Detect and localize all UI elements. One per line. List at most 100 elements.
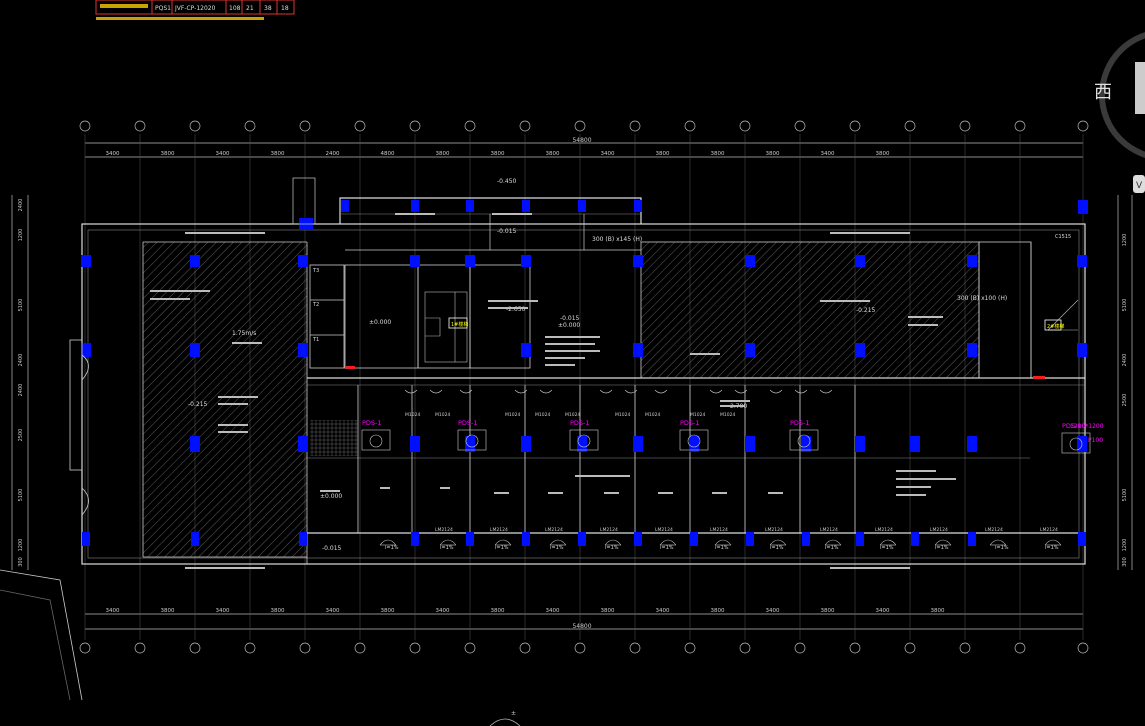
column [745, 255, 755, 267]
placeholder-text-marks [150, 213, 956, 569]
column [411, 532, 419, 546]
text-mark [185, 567, 265, 569]
door-code-m: M1024 [535, 412, 550, 418]
column [81, 255, 91, 267]
column [967, 343, 977, 357]
text-mark [218, 424, 248, 426]
upper-annex [292, 177, 641, 251]
column [82, 532, 90, 546]
compass: 西 V [1094, 32, 1145, 193]
door-code-lm: LM2124 [765, 527, 783, 533]
door-arc [494, 539, 512, 546]
axis-bubble-bottom [904, 642, 916, 654]
left-entrance [0, 339, 89, 701]
slope-label: i=1% [550, 545, 564, 551]
overall-dimension-bottom: 54800 [572, 623, 591, 630]
right-dimension-chain [1117, 195, 1133, 570]
door-arc [934, 539, 952, 546]
compass-west-char: 西 [1094, 82, 1112, 103]
door-code-m: M1024 [435, 412, 450, 418]
column [577, 436, 587, 452]
axis-bubble-top [79, 120, 91, 132]
top-span-label: 3800 [766, 151, 780, 157]
hydrant-circle [465, 434, 479, 448]
hydrant-tag: PDS-1 [680, 419, 700, 427]
text-mark [488, 300, 538, 302]
column [190, 343, 200, 357]
column [466, 200, 474, 212]
axis-bubble-top [299, 120, 311, 132]
text-mark [150, 290, 210, 292]
column [521, 255, 531, 267]
text-mark [232, 342, 262, 344]
column [689, 436, 699, 452]
text-mark [488, 307, 528, 309]
text-mark [820, 300, 870, 302]
axis-bubble-bottom [299, 642, 311, 654]
door-arc-top [769, 389, 783, 394]
bottom-span-label: 3400 [766, 608, 780, 614]
window-c1515: C1515 [1055, 234, 1071, 240]
text-mark [896, 478, 956, 480]
slope-label: i=1% [385, 545, 399, 551]
stair-tag-2 [1044, 319, 1062, 331]
door-arc [659, 539, 677, 546]
column [465, 255, 475, 267]
elevator-t1: T1 [312, 337, 319, 343]
slope-label: i=1% [770, 545, 784, 551]
right-span-label: 1200 [1122, 234, 1128, 247]
text-mark [575, 475, 630, 477]
text-mark [908, 316, 943, 318]
compass-letter: V [1136, 181, 1143, 191]
column [466, 532, 474, 546]
hydrant-box [789, 429, 819, 451]
axis-bubble-top [464, 120, 476, 132]
axis-bubble-bottom [244, 642, 256, 654]
bottom-axis-bubbles [79, 642, 1089, 654]
column [633, 343, 643, 357]
text-mark [604, 492, 619, 494]
door-code-m: M1024 [405, 412, 420, 418]
axis-bubble-top [244, 120, 256, 132]
door-code-lm: LM2124 [490, 527, 508, 533]
door-arc [989, 539, 1007, 546]
text-mark [545, 364, 575, 366]
axis-bubble-bottom [794, 642, 806, 654]
area-a: 1.75m/s [232, 330, 256, 337]
column [746, 532, 754, 546]
level-g: -2.650 [506, 306, 526, 313]
left-dimension-chain [11, 195, 29, 570]
door-arc [714, 539, 732, 546]
column [690, 532, 698, 546]
door-arc-top [514, 389, 528, 394]
compass-v-badge [1133, 175, 1145, 193]
column [410, 255, 420, 267]
level-top: -0.450 [497, 178, 517, 185]
column [578, 200, 586, 212]
left-span-label: 1200 [18, 539, 24, 552]
text-mark [896, 470, 936, 472]
door-code-lm: LM2124 [875, 527, 893, 533]
bottom-span-label: 3800 [601, 608, 615, 614]
text-mark [492, 213, 532, 215]
text-mark [218, 403, 248, 405]
header-cell-model: JVF-CP-12020 [174, 5, 216, 12]
column [578, 532, 586, 546]
text-mark [830, 567, 910, 569]
column [745, 436, 755, 452]
slope-label: i=1% [995, 545, 1009, 551]
hydrant-tag: PDS-1 [570, 419, 590, 427]
slope-label: i=1% [660, 545, 674, 551]
axis-bubble-top [959, 120, 971, 132]
column [967, 436, 977, 452]
bottom-span-label: 3800 [821, 608, 835, 614]
left-span-label: 2500 [18, 429, 24, 442]
hydrant-box [569, 429, 599, 451]
left-span-label: 2400 [18, 384, 24, 397]
column [634, 532, 642, 546]
door-arc [1044, 539, 1062, 546]
column [190, 255, 200, 267]
